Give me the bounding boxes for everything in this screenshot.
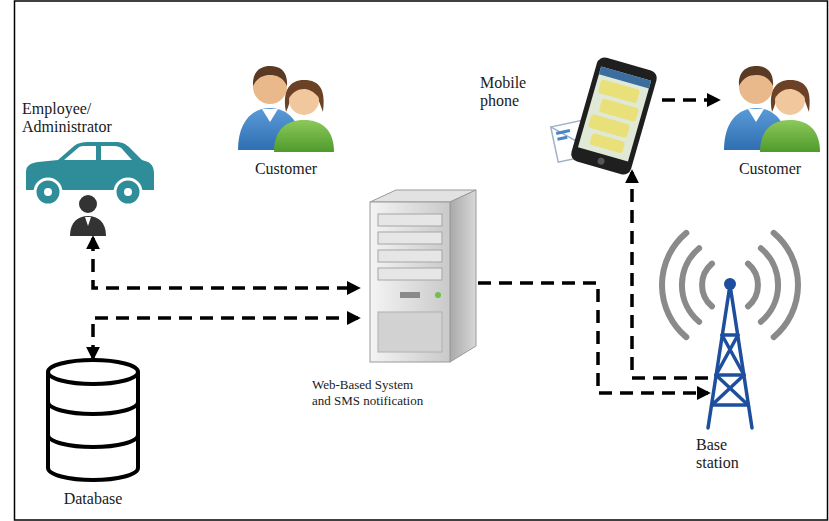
node-label: Employee/ Administrator (22, 100, 152, 136)
node-label: Customer (255, 160, 317, 178)
node-label: Database (64, 490, 123, 508)
actor-icon: Customer (718, 62, 822, 152)
tower-icon (662, 233, 798, 428)
server-box: Web-Based System and SMS notification (358, 188, 478, 365)
database-icon (48, 360, 138, 480)
node-label: Base station (696, 436, 758, 472)
server-icon (370, 190, 476, 362)
node-label: Customer (739, 160, 801, 178)
actor-icon: Employee/ Administrator (26, 138, 160, 238)
dashed-connector (478, 283, 708, 393)
dashed-connector (662, 98, 718, 102)
car-icon (26, 142, 154, 236)
dashed-connector (93, 318, 358, 358)
node-label: Mobile phone (480, 74, 542, 110)
frame (15, 1, 828, 520)
tower-box: Base station (708, 275, 752, 430)
node-label: Web-Based System and SMS notification (312, 377, 424, 409)
dashed-connector (632, 172, 708, 378)
customer-icon (238, 66, 334, 152)
phone-icon (551, 56, 659, 177)
actor-icon: Customer (232, 62, 340, 152)
customer-icon (724, 66, 820, 152)
device-icon: Mobile phone (560, 62, 662, 172)
dashed-connector (93, 238, 358, 288)
database-cylinder: Database (45, 358, 141, 482)
